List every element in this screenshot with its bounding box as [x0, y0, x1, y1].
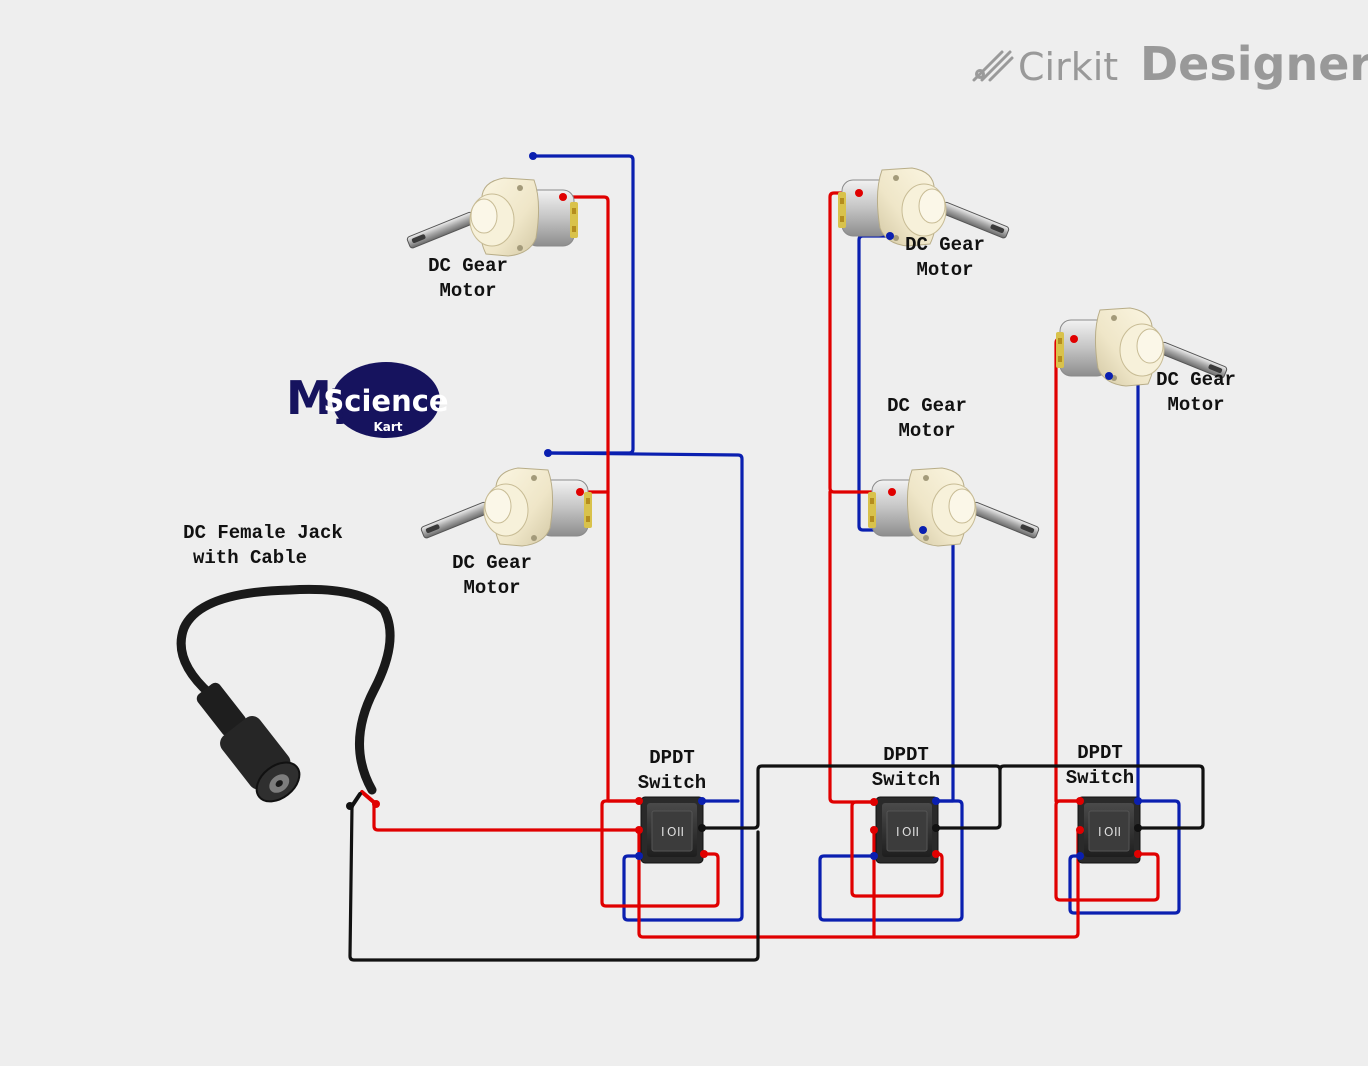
wire-black-switch1 [700, 764, 1002, 830]
switch2-label-line1: DPDT [883, 744, 929, 766]
wire-blue-switch3-loop [1068, 799, 1181, 915]
switch-mark-alt: II [1114, 825, 1121, 839]
wire-red-switch1-loop [600, 799, 720, 908]
motor2-label-line2: Motor [463, 577, 520, 599]
dc-gear-motor-icon[interactable] [405, 177, 579, 257]
wire-blue-switch2-loop [818, 799, 964, 922]
brand-designer: Designer [1140, 37, 1368, 91]
motor5-label-line2: Motor [1167, 394, 1224, 416]
dpdt-rocker-switch-icon[interactable]: I O II [875, 796, 939, 864]
jack-label-line1: DC Female Jack [183, 522, 343, 544]
wire-black-jack [348, 804, 760, 962]
my-science-kart-logo: My Science Kart [286, 362, 449, 438]
motor4-label-line1: DC Gear [887, 395, 967, 417]
switch-mark-alt: II [912, 825, 919, 839]
switch3-label-line2: Switch [1066, 767, 1134, 789]
logo-science: Science [323, 384, 448, 418]
switch-mark-off: O [1104, 825, 1113, 839]
motor5-label-line1: DC Gear [1156, 369, 1236, 391]
dc-jack-icon[interactable] [176, 584, 395, 809]
wire-blue-motor2-switch1 [546, 451, 744, 922]
switch-mark-alt: II [677, 825, 684, 839]
switch1-label-line2: Switch [638, 772, 706, 794]
logo-kart: Kart [373, 420, 402, 434]
wire-red-jack [372, 802, 641, 832]
motor4-label-line2: Motor [898, 420, 955, 442]
wire-red-motor3 [828, 191, 894, 494]
switch-mark-on: I [661, 825, 665, 839]
motor3-label-line2: Motor [916, 259, 973, 281]
motor2-label-line1: DC Gear [452, 552, 532, 574]
switch3-label-line1: DPDT [1077, 742, 1123, 764]
switch1-label-line1: DPDT [649, 747, 695, 769]
wire-red-switch3-loop [1054, 799, 1160, 902]
switch-mark-on: I [896, 825, 900, 839]
motor3-label-line1: DC Gear [905, 234, 985, 256]
dpdt-rocker-switch-icon[interactable]: I O II [1077, 796, 1141, 864]
component-labels: DC Gear Motor DC Gear Motor DC Gear Moto… [183, 234, 1236, 794]
wire-red-motor1 [561, 195, 641, 803]
jack-label-line2: with Cable [193, 547, 307, 569]
switch-mark-on: I [1098, 825, 1102, 839]
logo-my: My [286, 371, 362, 425]
dpdt-rocker-switch-icon[interactable]: I O II [640, 796, 704, 864]
wire-red-motor5-switch3 [1054, 337, 1082, 803]
wire-blue-motor5-switch3 [1107, 374, 1140, 803]
wire-red-switch2-loop [850, 800, 944, 898]
wire-black-switch2-3 [998, 764, 1205, 830]
dc-gear-motor-icon[interactable] [419, 467, 593, 547]
jack-cable [176, 584, 395, 795]
brand-cirkit: Cirkit [1018, 45, 1118, 89]
switch2-label-line2: Switch [872, 769, 940, 791]
switch-mark-off: O [667, 825, 676, 839]
switch-mark-off: O [902, 825, 911, 839]
dc-gear-motor-icon[interactable] [867, 467, 1041, 547]
pin-dots [346, 152, 1142, 860]
motor1-label-line2: Motor [439, 280, 496, 302]
cirkit-logo-icon [972, 50, 1014, 82]
wire-red-motor4-switch2 [828, 490, 876, 804]
wire-red-bus [637, 828, 1082, 939]
motor1-label-line1: DC Gear [428, 255, 508, 277]
